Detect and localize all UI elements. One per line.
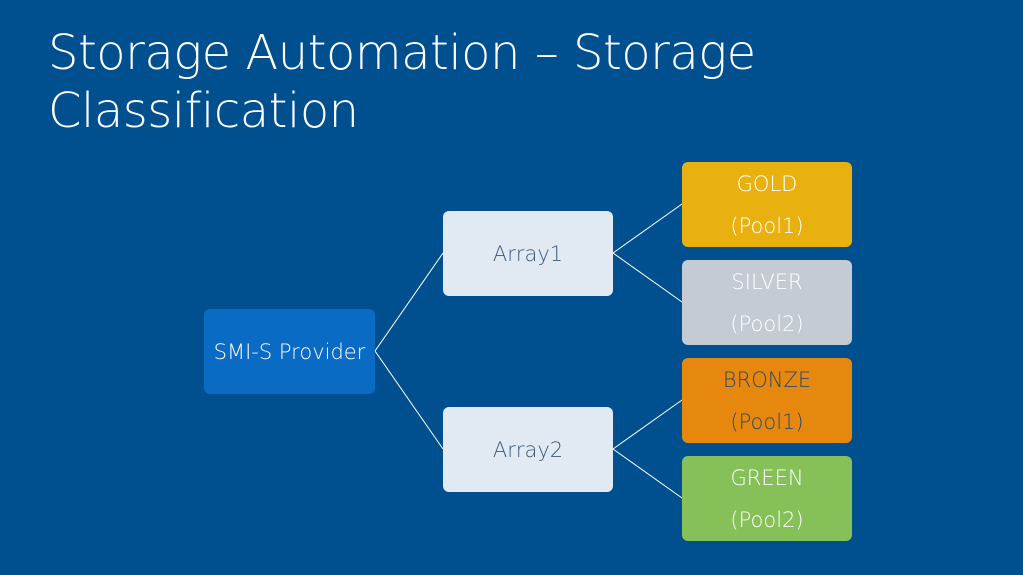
bronze-pool-label: (Pool1) [730,409,804,434]
array2-label: Array2 [492,437,564,462]
connector-array2-bronze [612,399,683,450]
gold-class-node: GOLD (Pool1) [682,162,852,247]
array2-node: Array2 [443,407,613,492]
connector-array1-silver [612,252,683,303]
silver-class-label: SILVER [731,269,803,294]
array1-label: Array1 [492,241,564,266]
silver-class-node: SILVER (Pool2) [682,260,852,345]
slide-title: Storage Automation – Storage Classificat… [48,25,756,139]
bronze-class-label: BRONZE [722,367,812,392]
silver-pool-label: (Pool2) [730,311,804,336]
bronze-class-node: BRONZE (Pool1) [682,358,852,443]
connector-array1-gold [612,203,683,254]
connector-array2-green [612,448,683,499]
green-pool-label: (Pool2) [730,507,804,532]
green-class-node: GREEN (Pool2) [682,456,852,541]
connector-root-array1 [374,252,444,352]
green-class-label: GREEN [730,465,804,490]
array1-node: Array1 [443,211,613,296]
connector-root-array2 [374,350,444,450]
gold-class-label: GOLD [736,171,798,196]
gold-pool-label: (Pool1) [730,213,804,238]
smi-s-provider-node: SMI-S Provider [204,309,375,394]
smi-s-provider-label: SMI-S Provider [213,339,366,364]
